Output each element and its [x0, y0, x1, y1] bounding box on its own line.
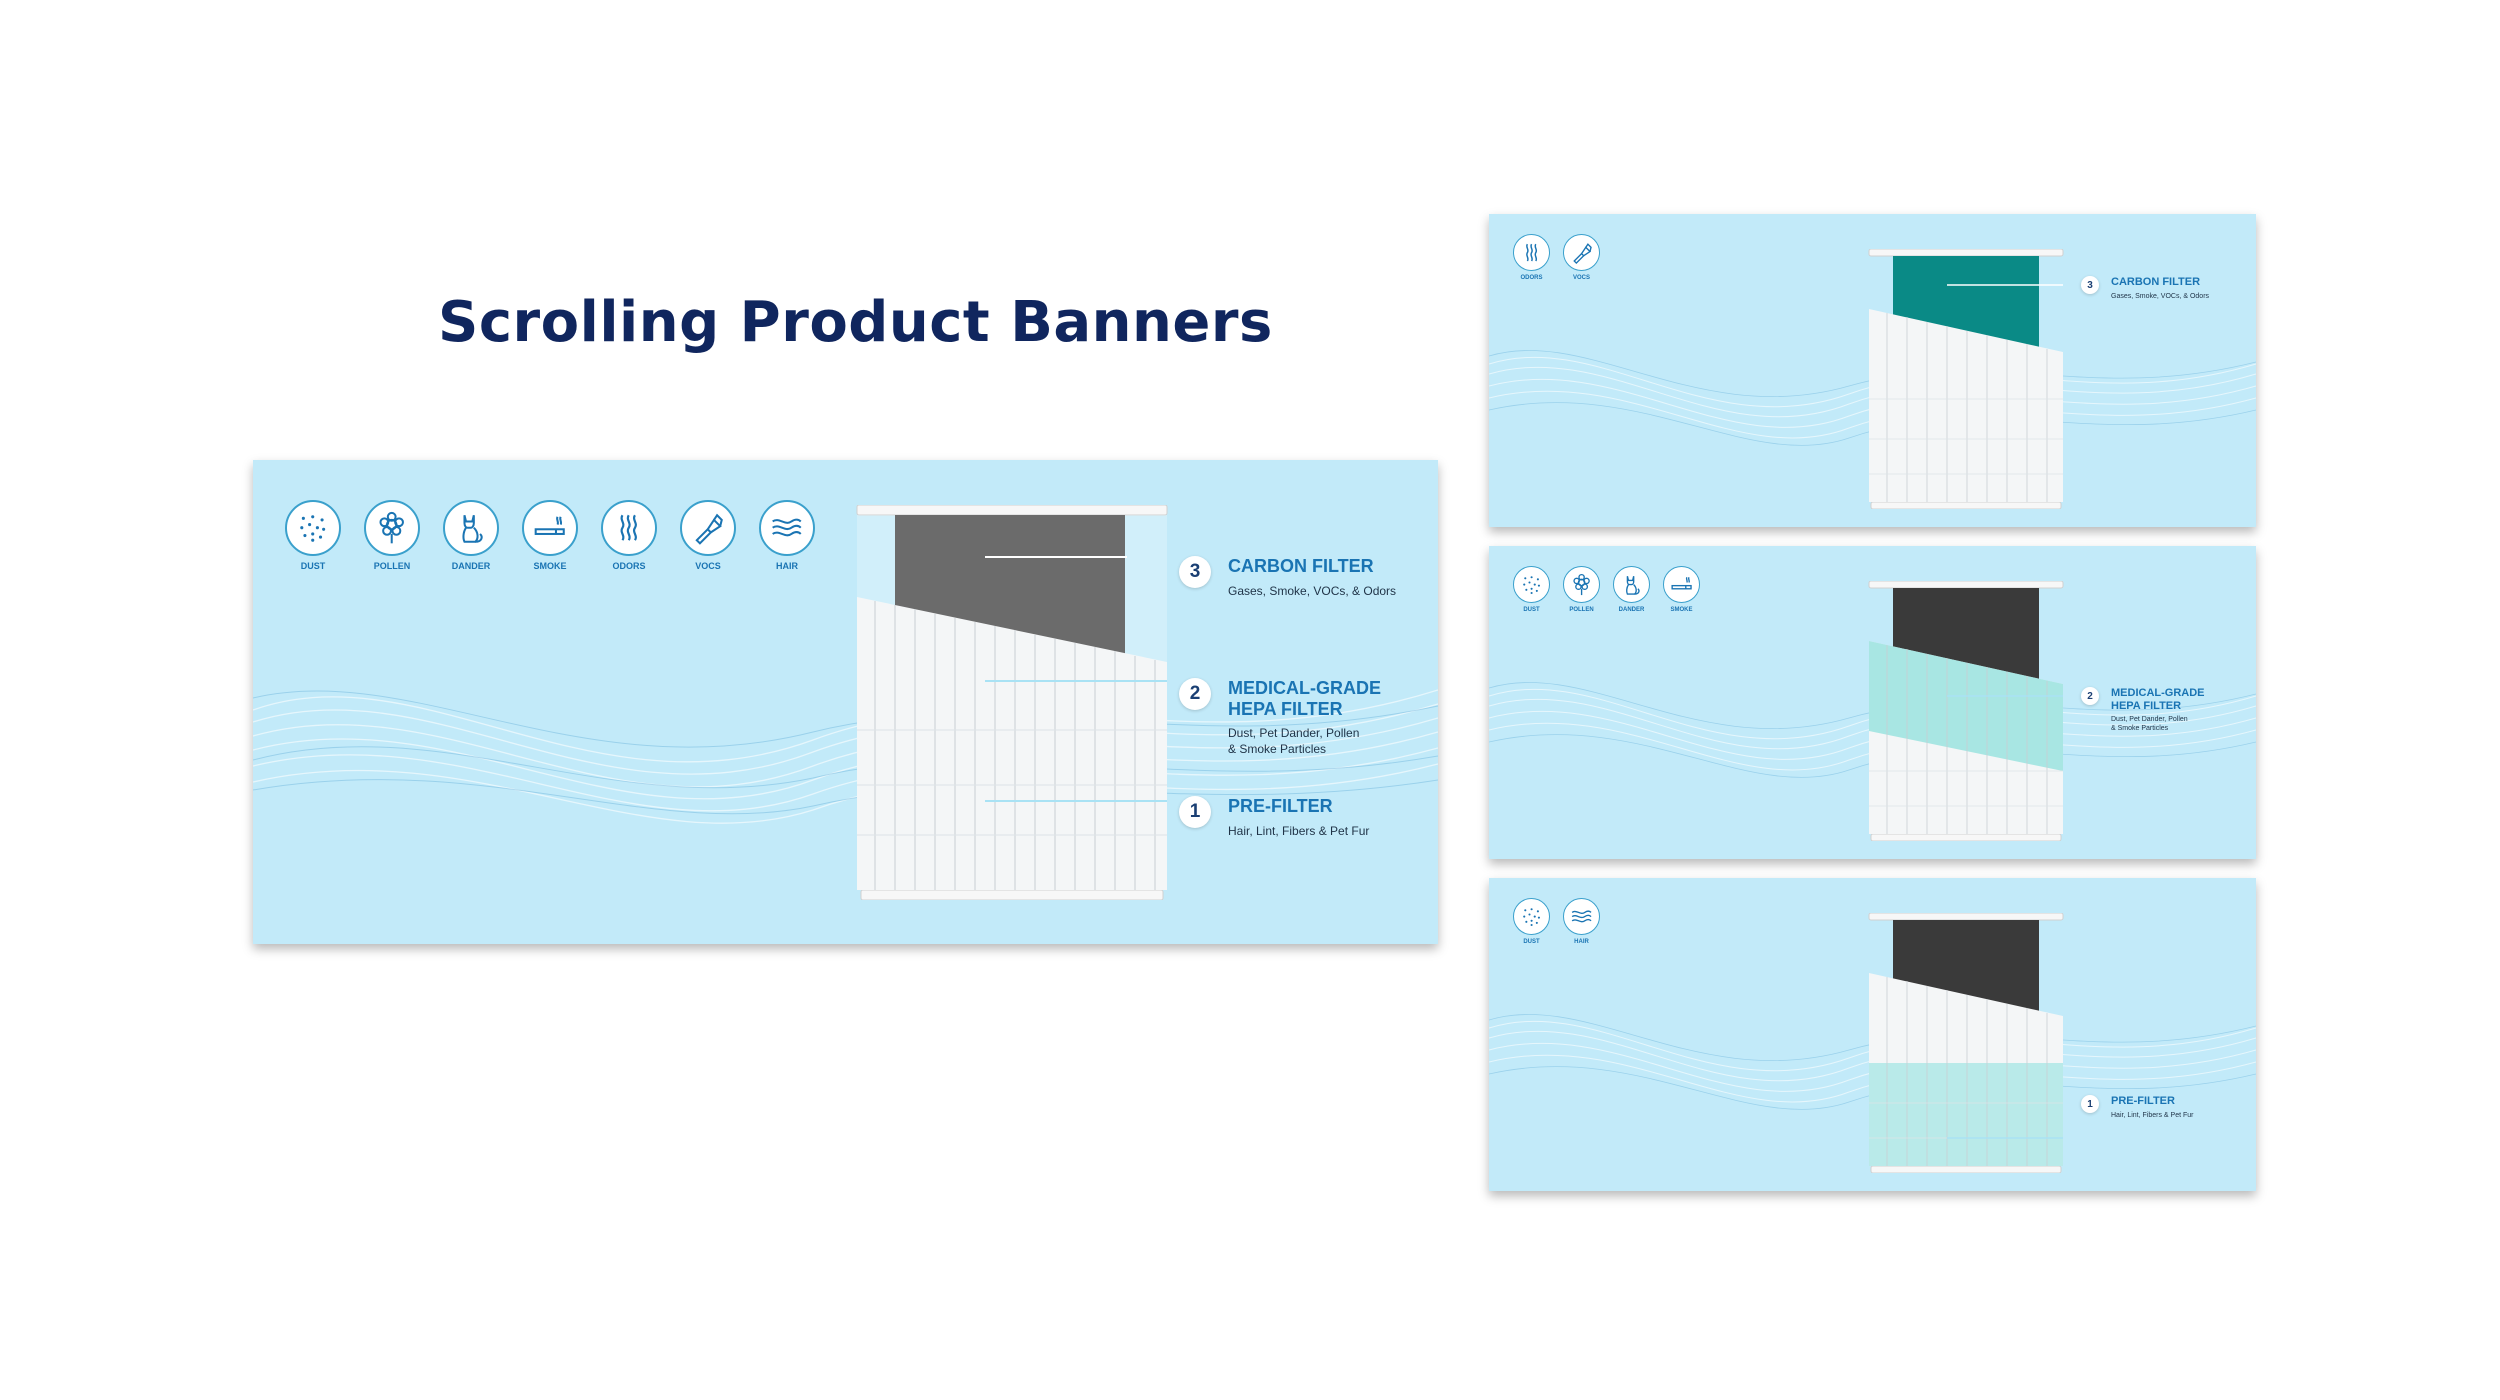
filter-hepa-highlight-illustration — [1868, 581, 2064, 841]
dander-item: DANDER — [443, 500, 499, 571]
dander-label: DANDER — [1618, 607, 1645, 613]
main-product-banner[interactable]: DUST POLLEN DANDER SMOKE ODORS — [253, 460, 1438, 944]
hepa-title-line2: HEPA FILTER — [1228, 698, 1343, 719]
carbon-filter-banner[interactable]: ODORS VOCs 3 CARBON FILTER Gases, Smoke,… — [1489, 214, 2256, 527]
carbon-filter-callout: 3 CARBON FILTER Gases, Smoke, VOCs, & Od… — [2081, 276, 2209, 301]
hepa-desc: Dust, Pet Dander, Pollen & Smoke Particl… — [2111, 715, 2205, 733]
pre-filter-title: PRE-FILTER — [2111, 1095, 2175, 1107]
layer-number: 3 — [2081, 276, 2099, 294]
smoke-item: SMOKE — [522, 500, 578, 571]
odors-label: ODORS — [612, 561, 646, 571]
layer-number: 2 — [1179, 678, 1211, 710]
filter-carbon-highlight-illustration — [1868, 249, 2064, 509]
hair-label: HAIR — [776, 561, 798, 571]
dust-item: DUST — [1513, 898, 1550, 945]
dust-dots-icon — [285, 500, 341, 556]
layer-number: 3 — [1179, 556, 1211, 588]
hepa-desc-line2: & Smoke Particles — [2111, 725, 2169, 733]
contaminant-icons: ODORS VOCs — [1513, 234, 1600, 281]
pollen-label: POLLEN — [1569, 607, 1594, 613]
pollen-item: POLLEN — [364, 500, 420, 571]
dander-item: DANDER — [1613, 566, 1650, 613]
hair-item: HAIR — [1563, 898, 1600, 945]
dust-label: DUST — [1523, 939, 1540, 945]
hair-item: HAIR — [759, 500, 815, 571]
carbon-filter-desc: Gases, Smoke, VOCs, & Odors — [2111, 292, 2210, 300]
pollen-label: POLLEN — [373, 561, 411, 571]
wave-decoration — [253, 689, 1438, 824]
cigarette-icon — [1663, 566, 1700, 603]
hair-waves-icon — [759, 500, 815, 556]
cigarette-icon — [522, 500, 578, 556]
odor-waves-icon — [1513, 234, 1550, 271]
hepa-desc: Dust, Pet Dander, Pollen & Smoke Particl… — [1228, 726, 1381, 757]
hepa-title-line1: MEDICAL-GRADE — [1228, 678, 1381, 698]
pollen-item: POLLEN — [1563, 566, 1600, 613]
vocs-item: VOCs — [1563, 234, 1600, 281]
odors-item: ODORS — [601, 500, 657, 571]
pre-filter-banner[interactable]: DUST HAIR 1 PRE-FILTER Hair, Lint, Fiber… — [1489, 878, 2256, 1191]
smoke-label: SMOKE — [533, 561, 567, 571]
wave-decoration — [1489, 350, 2256, 446]
filter-cutaway-illustration — [856, 505, 1168, 900]
hepa-title-line2: HEPA FILTER — [2111, 699, 2182, 712]
dust-label: DUST — [1523, 607, 1540, 613]
hepa-desc-line2: & Smoke Particles — [1228, 741, 1327, 756]
layer-number: 2 — [2081, 687, 2099, 705]
odors-label: ODORS — [1520, 275, 1543, 281]
spray-brush-icon — [680, 500, 736, 556]
layer-number: 1 — [2081, 1095, 2099, 1113]
vocs-label: VOCs — [1572, 275, 1590, 281]
hepa-desc-line1: Dust, Pet Dander, Pollen — [2111, 716, 2188, 724]
odor-waves-icon — [601, 500, 657, 556]
carbon-filter-title: CARBON FILTER — [2111, 276, 2201, 288]
flower-icon — [364, 500, 420, 556]
hair-waves-icon — [1563, 898, 1600, 935]
contaminant-icons: DUST POLLEN DANDER SMOKE ODORS — [285, 500, 815, 571]
dust-item: DUST — [1513, 566, 1550, 613]
dust-dots-icon — [1513, 898, 1550, 935]
page-title: Scrolling Product Banners — [438, 290, 1273, 355]
cat-icon — [443, 500, 499, 556]
spray-brush-icon — [1563, 234, 1600, 271]
dust-label: DUST — [300, 561, 326, 571]
filter-prefilter-highlight-illustration — [1868, 913, 2064, 1173]
dander-label: DANDER — [451, 561, 491, 571]
hepa-filter-banner[interactable]: DUST POLLEN DANDER SMOKE — [1489, 546, 2256, 859]
wave-decoration — [1489, 1014, 2256, 1110]
layer-number: 1 — [1179, 796, 1211, 828]
pre-filter-callout: 1 PRE-FILTER Hair, Lint, Fibers & Pet Fu… — [1179, 796, 1369, 839]
carbon-filter-title: CARBON FILTER — [1228, 556, 1374, 576]
carbon-filter-callout: 3 CARBON FILTER Gases, Smoke, VOCs, & Od… — [1179, 556, 1396, 599]
flower-icon — [1563, 566, 1600, 603]
wave-decoration — [1489, 682, 2256, 778]
vocs-item: VOCs — [680, 500, 736, 571]
contaminant-icons: DUST POLLEN DANDER SMOKE — [1513, 566, 1700, 613]
hepa-title-line1: MEDICAL-GRADE — [2111, 687, 2205, 699]
smoke-label: SMOKE — [1670, 607, 1693, 613]
cat-icon — [1613, 566, 1650, 603]
pre-filter-callout: 1 PRE-FILTER Hair, Lint, Fibers & Pet Fu… — [2081, 1095, 2193, 1120]
hepa-filter-callout: 2 MEDICAL-GRADE HEPA FILTER Dust, Pet Da… — [1179, 678, 1381, 758]
smoke-item: SMOKE — [1663, 566, 1700, 613]
hepa-desc-line1: Dust, Pet Dander, Pollen — [1228, 726, 1360, 741]
dust-dots-icon — [1513, 566, 1550, 603]
contaminant-icons: DUST HAIR — [1513, 898, 1600, 945]
odors-item: ODORS — [1513, 234, 1550, 281]
pre-filter-title: PRE-FILTER — [1228, 796, 1333, 816]
dust-item: DUST — [285, 500, 341, 571]
vocs-label: VOCs — [695, 561, 721, 571]
pre-filter-desc: Hair, Lint, Fibers & Pet Fur — [1228, 823, 1370, 838]
carbon-filter-desc: Gases, Smoke, VOCs, & Odors — [1228, 583, 1397, 598]
hair-label: HAIR — [1574, 939, 1589, 945]
pre-filter-desc: Hair, Lint, Fibers & Pet Fur — [2111, 1111, 2194, 1119]
hepa-filter-callout: 2 MEDICAL-GRADE HEPA FILTER Dust, Pet Da… — [2081, 687, 2205, 733]
